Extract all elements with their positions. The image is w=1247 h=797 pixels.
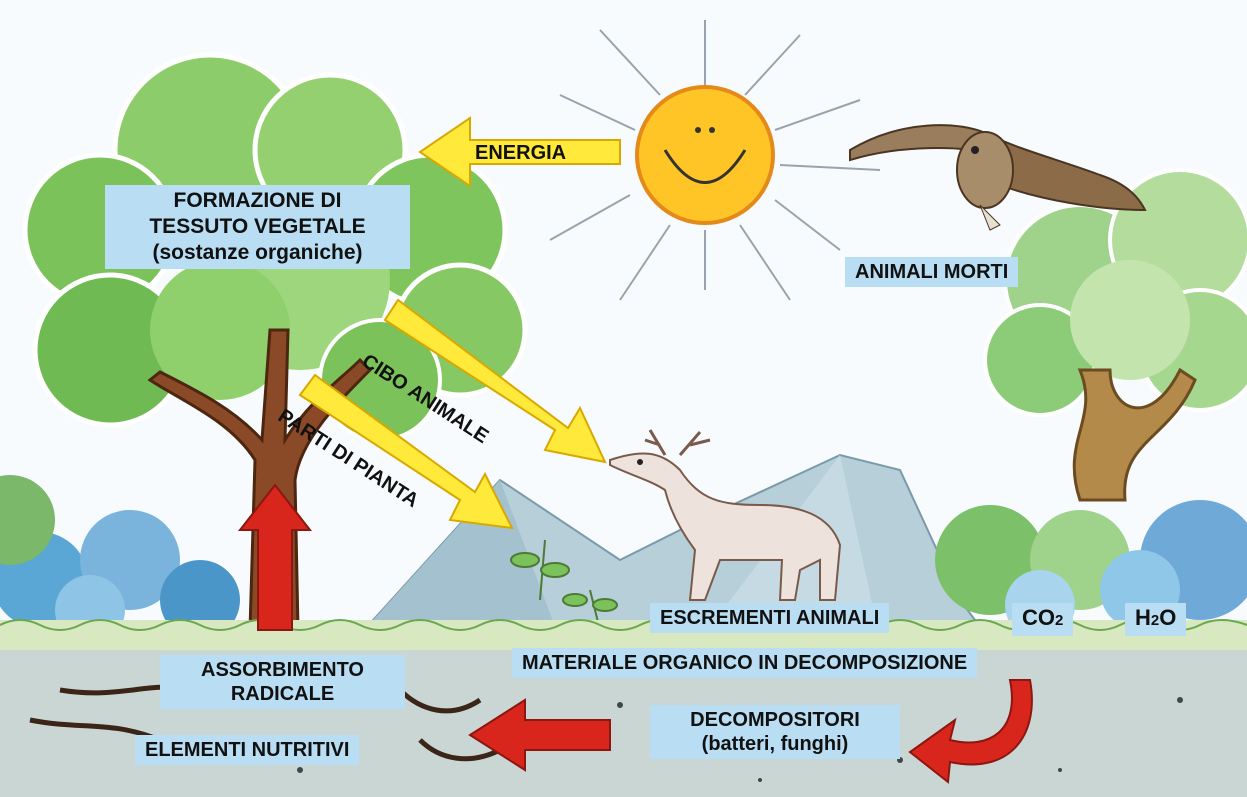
- h2o-subscript: 2: [1151, 612, 1159, 629]
- animal-waste-label: ESCREMENTI ANIMALI: [650, 603, 889, 633]
- root-absorption-line1: ASSORBIMENTO: [170, 658, 395, 682]
- decomposers-line1: DECOMPOSITORI: [660, 708, 890, 732]
- energy-label: ENERGIA: [475, 142, 566, 165]
- co2-subscript: 2: [1055, 612, 1063, 629]
- plant-tissue-line3: (sostanze organiche): [115, 240, 400, 266]
- plant-tissue-line1: FORMAZIONE DI: [115, 188, 400, 214]
- dead-animals-label: ANIMALI MORTI: [845, 257, 1018, 287]
- h2o-label: H2O: [1125, 603, 1186, 636]
- plant-tissue-line2: TESSUTO VEGETALE: [115, 214, 400, 240]
- root-absorption-label: ASSORBIMENTO RADICALE: [160, 655, 405, 709]
- decomposers-line2: (batteri, funghi): [660, 732, 890, 756]
- decomposers-label: DECOMPOSITORI (batteri, funghi): [650, 705, 900, 759]
- h2o-o: O: [1159, 605, 1176, 630]
- co2-label: CO2: [1012, 603, 1073, 636]
- root-absorption-line2: RADICALE: [170, 682, 395, 706]
- co2-base: CO: [1022, 605, 1055, 630]
- decomposing-matter-label: MATERIALE ORGANICO IN DECOMPOSIZIONE: [512, 648, 977, 678]
- h2o-h: H: [1135, 605, 1151, 630]
- nutrients-label: ELEMENTI NUTRITIVI: [135, 735, 359, 765]
- plant-tissue-label: FORMAZIONE DI TESSUTO VEGETALE (sostanze…: [105, 185, 410, 269]
